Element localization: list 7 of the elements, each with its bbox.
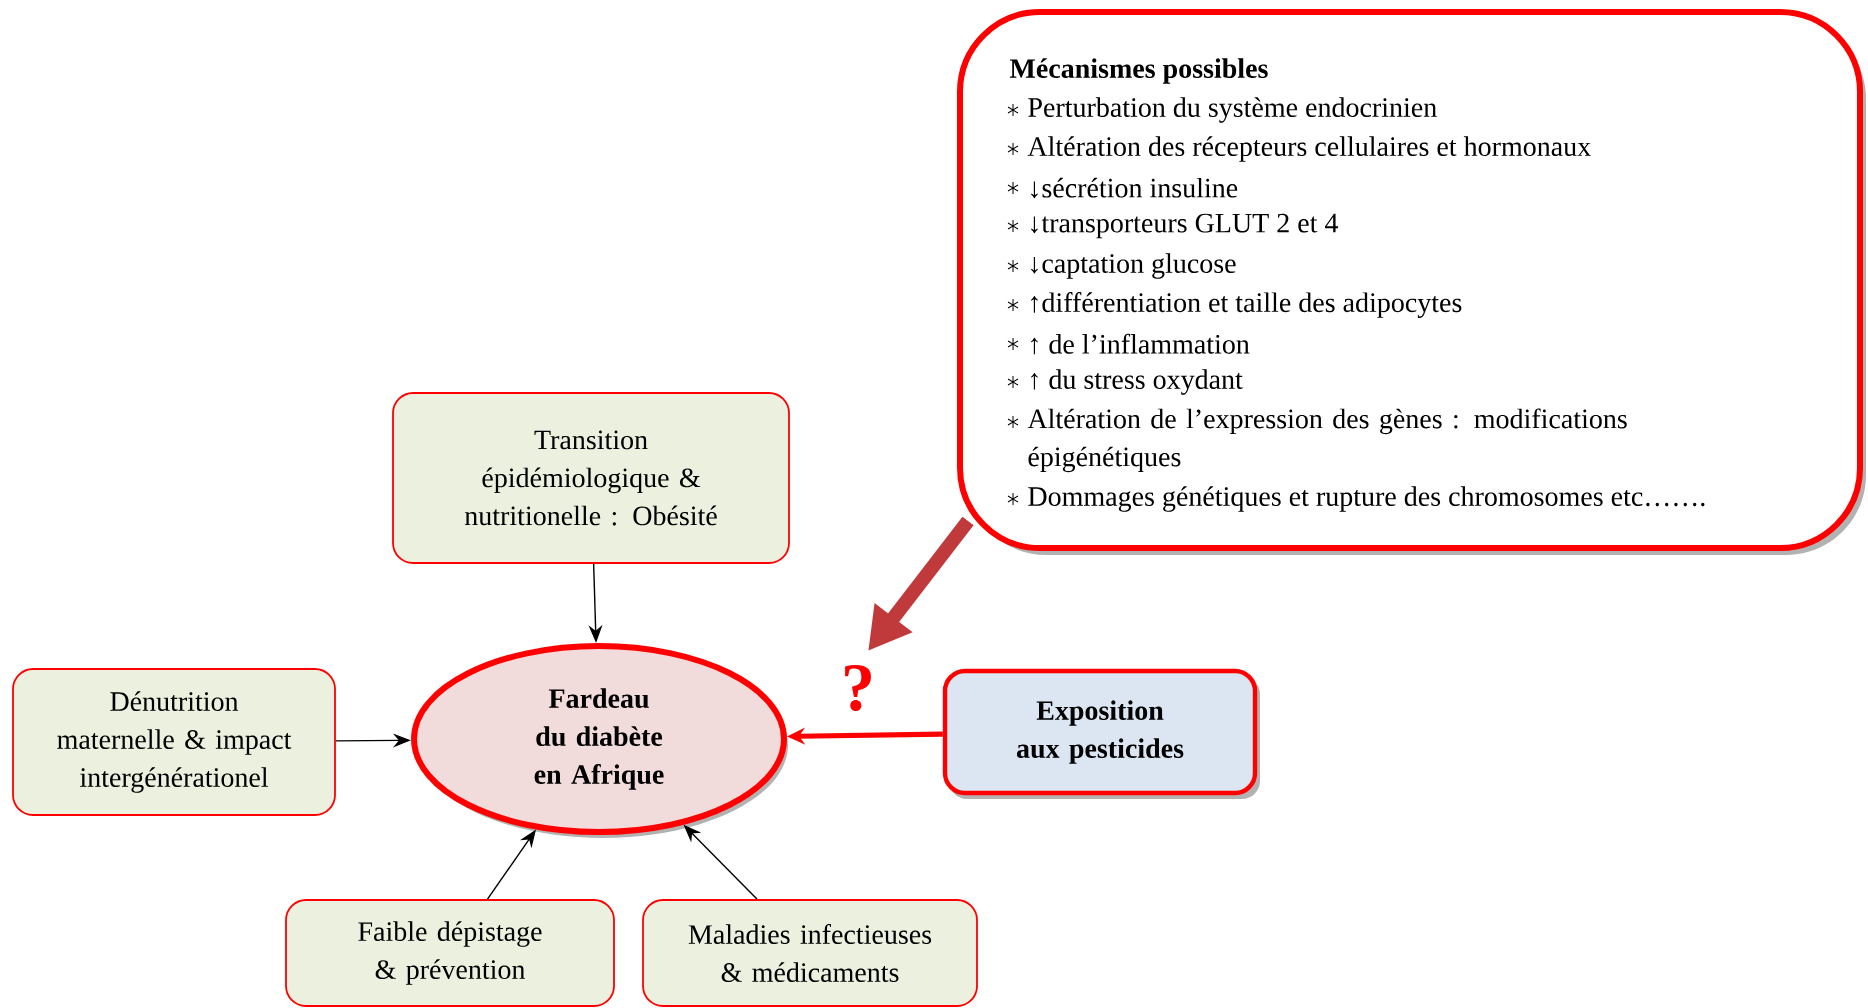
ellipse-node: Fardeau du diabète en Afrique bbox=[411, 643, 788, 838]
question-mark: ? bbox=[845, 665, 871, 711]
rounded-box: Dénutrition maternelle & impact intergénérationel bbox=[12, 668, 336, 816]
rounded-box: Exposition aux pesticides bbox=[942, 668, 1260, 799]
rounded-box: Maladies infectieuses & médicaments bbox=[642, 899, 978, 1007]
rounded-box: Transition épidémiologique & nutritionelle : Obésité bbox=[392, 392, 790, 564]
rounded-box: Faible dépistage & prévention bbox=[285, 899, 615, 1007]
